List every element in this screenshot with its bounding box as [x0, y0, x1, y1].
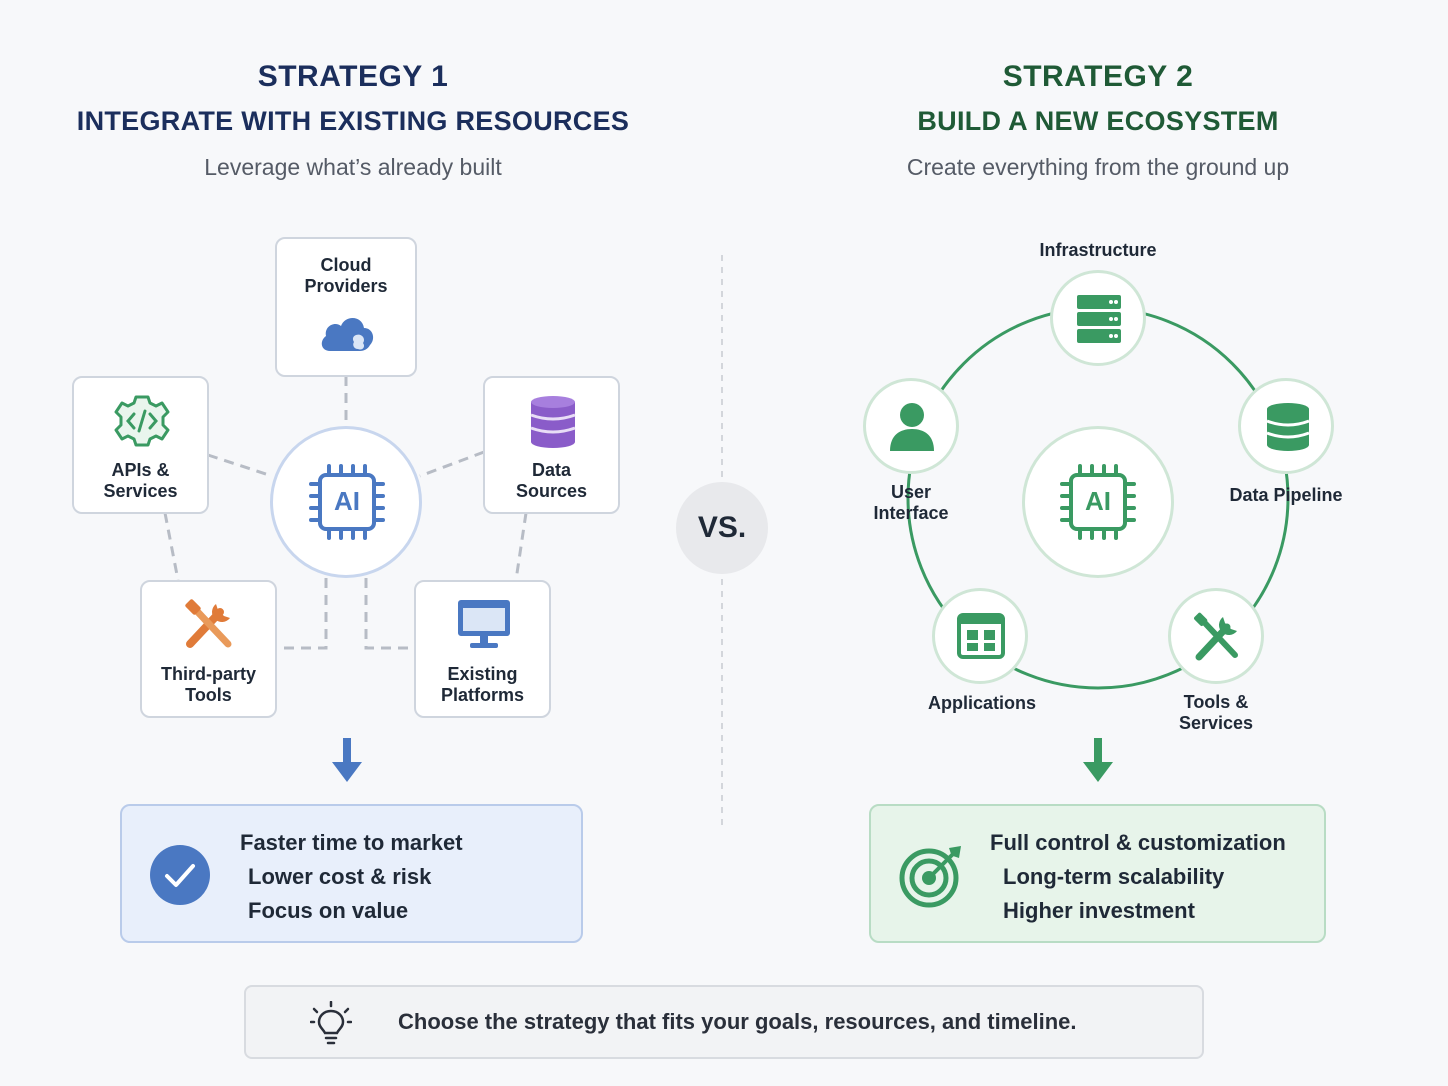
node-tools-label-line2: Tools — [185, 685, 232, 705]
strategy2-benefit-2: Long-term scalability — [1003, 864, 1225, 889]
node-applications-label: Applications — [927, 693, 1036, 713]
node-apis-label-line2: Services — [103, 481, 178, 501]
node-cloud-providers-label-line1: Cloud — [320, 255, 372, 275]
strategy2-subtitle: BUILD A NEW ECOSYSTEM — [917, 106, 1279, 136]
strategy1-connectors — [163, 376, 528, 650]
node-data-sources-label-line2: Sources — [515, 481, 588, 501]
strategy1-benefit-3: Focus on value — [248, 898, 409, 923]
database-icon — [1266, 403, 1310, 451]
ai-chip-icon — [1060, 464, 1136, 540]
strategy2-down-arrow-icon — [1083, 738, 1113, 782]
node-existing-platforms: Existing Platforms — [414, 580, 551, 718]
node-platforms-label-line2: Platforms — [440, 685, 525, 705]
lightbulb-icon — [310, 1001, 352, 1045]
node-cloud-providers-label-line2: Providers — [304, 276, 388, 296]
node-tools-services-label-line2: Services — [1178, 713, 1254, 733]
node-user-interface-label-line2: Interface — [873, 503, 949, 523]
node-data-pipeline — [1238, 378, 1334, 474]
user-icon — [890, 403, 934, 451]
node-third-party-tools: Third-party Tools — [140, 580, 277, 718]
node-data-sources-label-line1: Data — [531, 460, 571, 480]
strategy1-down-arrow-icon — [332, 738, 362, 782]
strategy1-tagline: Leverage what’s already built — [204, 154, 502, 180]
wrench-icon — [185, 599, 232, 648]
monitor-icon — [458, 600, 510, 648]
server-icon — [1077, 295, 1121, 343]
strategy1-title: STRATEGY 1 — [257, 60, 449, 93]
node-tools-services — [1168, 588, 1264, 684]
strategy2-benefit-1: Full control & customization — [990, 830, 1286, 855]
strategy1-benefit-1: Faster time to market — [240, 830, 463, 855]
strategy2-tagline: Create everything from the ground up — [906, 154, 1290, 180]
strategy2-title: STRATEGY 2 — [1002, 60, 1194, 93]
strategy2-benefits-box: Full control & customization Long-term s… — [869, 804, 1326, 943]
strategy1-benefit-2: Lower cost & risk — [248, 864, 432, 889]
node-user-interface — [863, 378, 959, 474]
strategy2-ai-label: AI — [1085, 486, 1111, 516]
node-user-interface-label-line1: User — [890, 482, 932, 502]
strategy1-ai-hub: AI — [270, 426, 422, 578]
node-apis-label-line1: APIs & — [111, 460, 170, 480]
strategy2-ai-hub: AI — [1022, 426, 1174, 578]
strategy1-ai-label: AI — [334, 486, 360, 516]
cloud-icon — [321, 317, 374, 351]
node-infrastructure — [1050, 270, 1146, 366]
checkmark-icon — [150, 845, 210, 905]
node-tools-label-line1: Third-party — [160, 664, 256, 684]
node-data-sources: Data Sources — [483, 376, 620, 514]
vs-badge: VS. — [676, 482, 768, 574]
node-tools-services-label-line1: Tools & — [1183, 692, 1249, 712]
database-icon — [530, 396, 576, 448]
strategy1-subtitle: INTEGRATE WITH EXISTING RESOURCES — [76, 106, 630, 136]
strategy2-benefit-3: Higher investment — [1003, 898, 1195, 923]
ai-chip-icon — [309, 464, 385, 540]
footer-banner: Choose the strategy that fits your goals… — [244, 985, 1204, 1059]
node-data-pipeline-label: Data Pipeline — [1229, 485, 1343, 505]
app-grid-icon — [957, 613, 1005, 659]
node-apis-services: APIs & Services — [72, 376, 209, 514]
footer-text: Choose the strategy that fits your goals… — [398, 1009, 1077, 1034]
tools-icon — [1194, 612, 1238, 661]
node-platforms-label-line1: Existing — [447, 664, 518, 684]
code-icon — [114, 395, 170, 447]
target-icon — [899, 846, 961, 908]
node-infrastructure-label: Infrastructure — [1039, 240, 1157, 260]
node-cloud-providers: Cloud Providers — [275, 237, 417, 377]
node-applications — [932, 588, 1028, 684]
strategy1-benefits-box: Faster time to market Lower cost & risk … — [120, 804, 583, 943]
